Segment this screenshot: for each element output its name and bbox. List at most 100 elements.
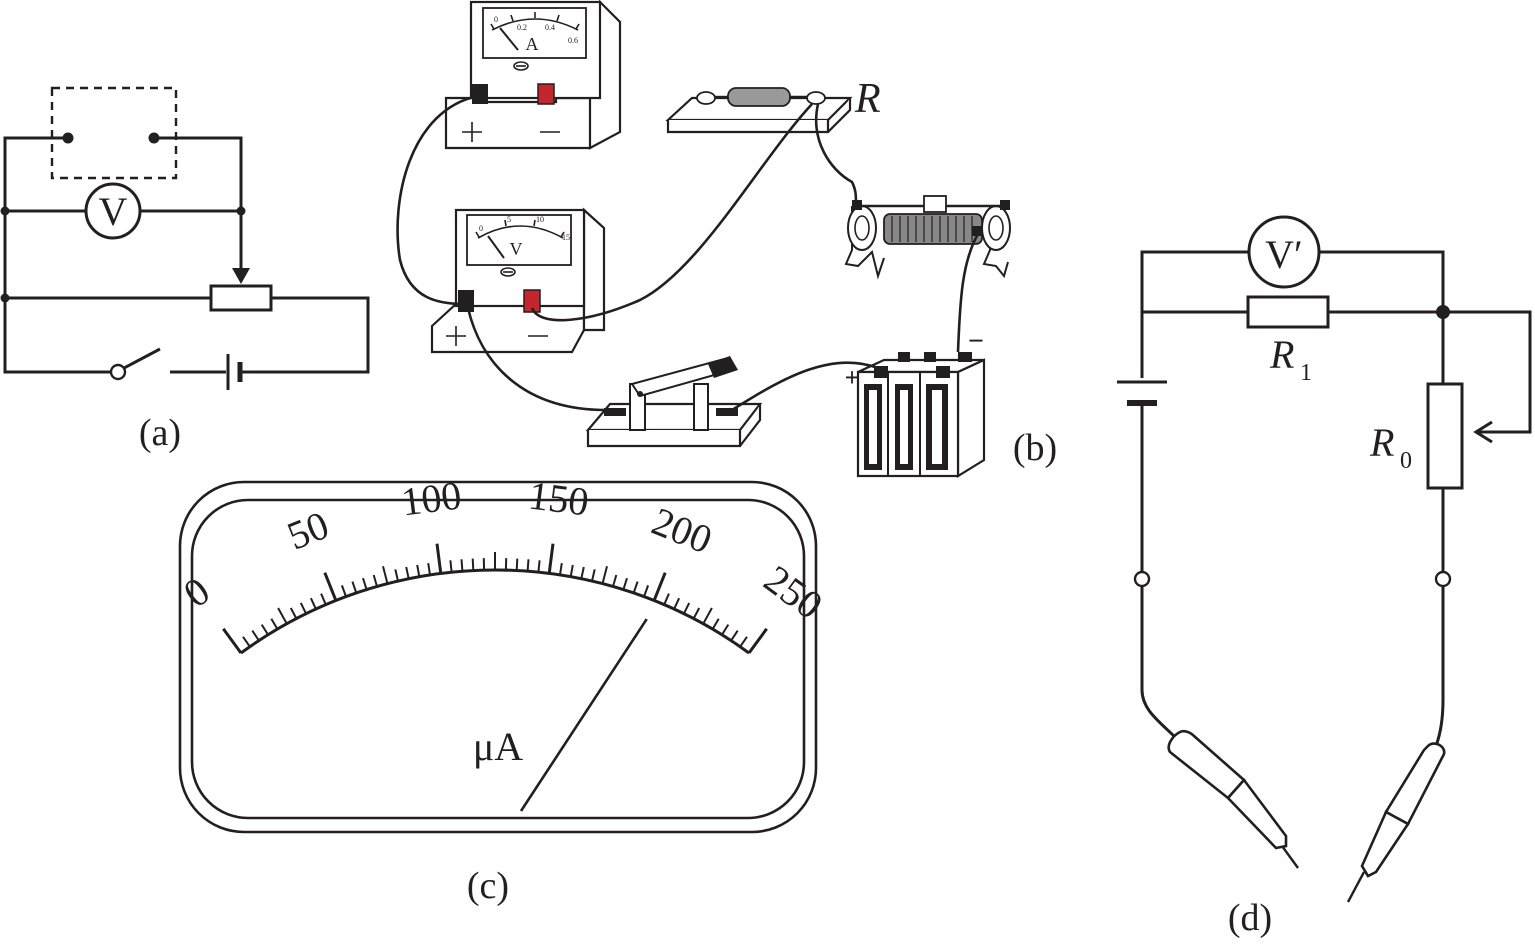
voltmeter-tick-0: 0	[479, 224, 483, 233]
scale-arc	[241, 570, 749, 653]
caption-d: (d)	[1228, 897, 1272, 939]
voltmeter-tick-3: 15	[562, 233, 570, 242]
voltmeter-tick-1: 5	[507, 215, 511, 224]
wire-left	[5, 138, 118, 372]
meter-needle	[521, 619, 647, 811]
scale-tick	[321, 594, 326, 605]
scale-tick	[428, 563, 430, 575]
ammeter-red-terminal	[538, 84, 554, 104]
junction-dot	[237, 207, 246, 216]
knife-switch	[588, 356, 760, 446]
lead-right	[1436, 586, 1443, 746]
scale-label-0: 0	[175, 568, 218, 616]
rheostat	[846, 196, 1010, 276]
scale-tick	[664, 594, 669, 605]
voltmeter-letter: V	[510, 239, 523, 259]
scale-tick	[301, 603, 306, 614]
scale-tick	[383, 566, 388, 584]
probe-left	[1169, 731, 1298, 868]
voltmeter-letter: V	[99, 189, 128, 234]
scale-tick	[278, 608, 287, 624]
scale-tick	[560, 563, 562, 575]
ammeter-tick-0: 0	[494, 15, 498, 24]
scale-tick	[654, 573, 665, 601]
lead-left	[1142, 586, 1176, 738]
scale-tick	[740, 637, 747, 647]
battery-plus-sign: +	[845, 363, 860, 392]
ammeter-tick-2: 0.4	[545, 23, 555, 32]
scale-tick	[694, 608, 700, 619]
scale-tick	[363, 578, 367, 589]
switch-blade	[124, 349, 160, 368]
r1-resistor	[1248, 297, 1328, 327]
terminal-left	[1135, 572, 1149, 586]
ammeter-letter: A	[526, 34, 539, 54]
caption-b: (b)	[1013, 427, 1057, 469]
scale-tick	[528, 559, 529, 571]
scale-tick	[374, 575, 377, 587]
slider-arrow	[232, 268, 250, 284]
scale-tick	[517, 559, 518, 571]
voltmeter: 0 5 10 15 V	[432, 210, 604, 352]
figure-d-ohmmeter-circuit: V′ R 1 R 0 (d)	[1117, 217, 1530, 939]
figure-a-circuit: V (a)	[1, 88, 369, 454]
caption-a: (a)	[139, 412, 181, 454]
scale-tick	[450, 560, 451, 572]
scale-tick	[352, 582, 356, 593]
scale-tick	[644, 585, 648, 596]
ammeter-tick-1: 0.2	[517, 23, 527, 32]
wire-rheostat	[5, 298, 368, 372]
scale-tick	[674, 598, 679, 609]
dashed-box	[52, 88, 176, 178]
figure-b-apparatus: 0 0.2 0.4 0.6 A R	[398, 2, 1058, 476]
terminal-right	[1436, 572, 1450, 586]
r1-label: R	[1269, 332, 1294, 377]
scale-tick	[592, 569, 595, 581]
scale-tick	[291, 608, 297, 619]
scale-tick	[243, 637, 250, 647]
resistor-label: R	[854, 76, 881, 122]
scale-label-100: 100	[399, 472, 464, 524]
voltmeter-tick-2: 10	[536, 215, 544, 224]
scale-tick	[634, 582, 638, 593]
ammeter-tick-3: 0.6	[568, 36, 578, 45]
scale-label-200: 200	[646, 498, 718, 562]
scale-tick	[311, 598, 316, 609]
scale-tick	[623, 578, 627, 589]
terminal-left	[63, 133, 74, 144]
scale-tick	[581, 567, 584, 579]
junction-dot	[1, 207, 10, 216]
r0-subscript: 0	[1400, 448, 1412, 474]
scale-label-150: 150	[526, 472, 591, 524]
figure-c-microammeter: 0 50 100 150 200 250 μA (c)	[175, 472, 831, 907]
scale-label-250: 250	[756, 556, 831, 628]
scale-tick	[722, 625, 728, 635]
meter-unit: μA	[473, 724, 523, 769]
scale-tick	[417, 565, 419, 577]
wire-right-to-slider	[154, 138, 241, 270]
scale-tick	[749, 629, 767, 653]
meter-inner-frame	[192, 500, 804, 818]
scale-tick	[473, 559, 474, 571]
ammeter-black-terminal	[472, 84, 488, 104]
scale-tick	[684, 603, 689, 614]
scale-tick	[603, 566, 608, 584]
scale-tick	[613, 575, 616, 587]
voltmeter-prime-letter: V′	[1265, 232, 1303, 277]
scale-tick	[252, 631, 259, 641]
scale-ticks	[223, 544, 766, 653]
scale-tick	[731, 631, 738, 641]
junction-dot	[1, 294, 10, 303]
scale-tick	[571, 565, 573, 577]
scale-tick	[703, 608, 712, 624]
scale-label-50: 50	[281, 502, 335, 559]
switch-pivot	[111, 365, 125, 379]
scale-tick	[437, 544, 441, 574]
battery-pack: + −	[845, 326, 984, 476]
r1-subscript: 1	[1300, 360, 1312, 386]
scale-tick	[462, 559, 463, 571]
scale-tick	[395, 569, 398, 581]
scale-tick	[549, 544, 553, 574]
